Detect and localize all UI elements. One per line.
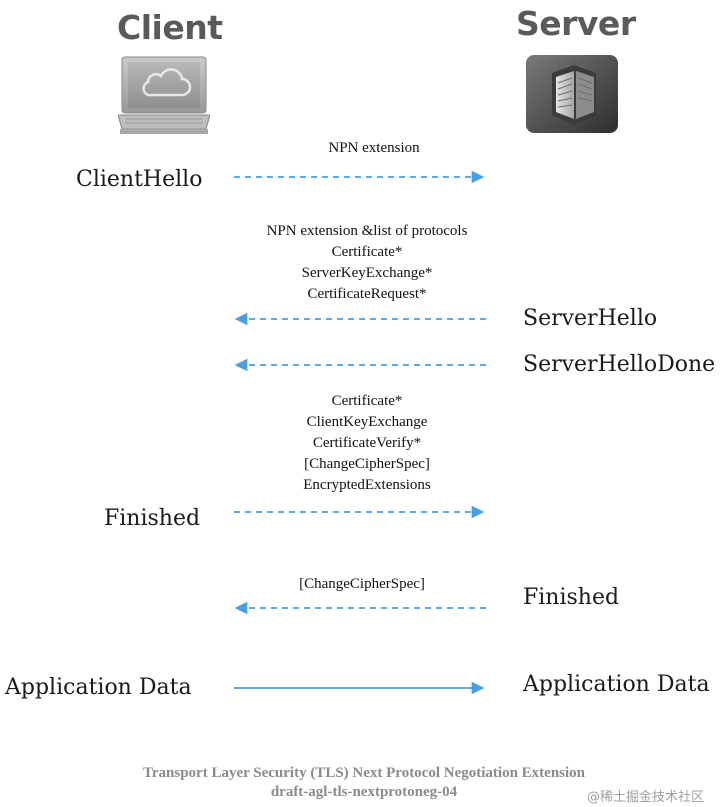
figure-caption: Transport Layer Security (TLS) Next Prot… bbox=[0, 764, 728, 802]
client-finished-label: Finished bbox=[104, 506, 201, 531]
caption-line-2: draft-agl-tls-nextprotoneg-04 bbox=[270, 784, 458, 800]
npn-extension-message: NPN extension bbox=[328, 140, 420, 156]
caption-line-1: Transport Layer Security (TLS) Next Prot… bbox=[142, 765, 586, 781]
server-message-line: NPN extension &list of protocols bbox=[266, 223, 468, 239]
watermark: @稀土掘金技术社区 bbox=[587, 790, 705, 805]
client-message-line: [ChangeCipherSpec] bbox=[304, 456, 430, 472]
server-finished-label: Finished bbox=[523, 585, 620, 610]
client-message-line: EncryptedExtensions bbox=[303, 477, 431, 493]
client-hello-label: ClientHello bbox=[76, 167, 203, 192]
server-message-line: Certificate* bbox=[331, 244, 403, 260]
client-application-data-label: Application Data bbox=[5, 675, 192, 700]
client-message-line: CertificateVerify* bbox=[312, 435, 422, 451]
server-application-data-label: Application Data bbox=[523, 672, 710, 697]
server-hello-done-label: ServerHelloDone bbox=[523, 352, 716, 377]
client-message-line: ClientKeyExchange bbox=[306, 414, 428, 430]
server-heading: Server bbox=[516, 4, 636, 43]
server-message-line: ServerKeyExchange* bbox=[301, 265, 433, 281]
client-heading: Client bbox=[117, 8, 223, 47]
server-message-line: CertificateRequest* bbox=[307, 286, 427, 302]
server-change-cipher-spec-message: [ChangeCipherSpec] bbox=[299, 576, 425, 592]
client-message-line: Certificate* bbox=[331, 393, 403, 409]
server-message-block: NPN extension &list of protocols Certifi… bbox=[214, 221, 520, 305]
server-hello-label: ServerHello bbox=[523, 306, 658, 331]
client-message-block: Certificate* ClientKeyExchange Certifica… bbox=[214, 391, 520, 496]
server-rack-icon bbox=[524, 51, 620, 141]
laptop-cloud-icon bbox=[117, 55, 211, 141]
